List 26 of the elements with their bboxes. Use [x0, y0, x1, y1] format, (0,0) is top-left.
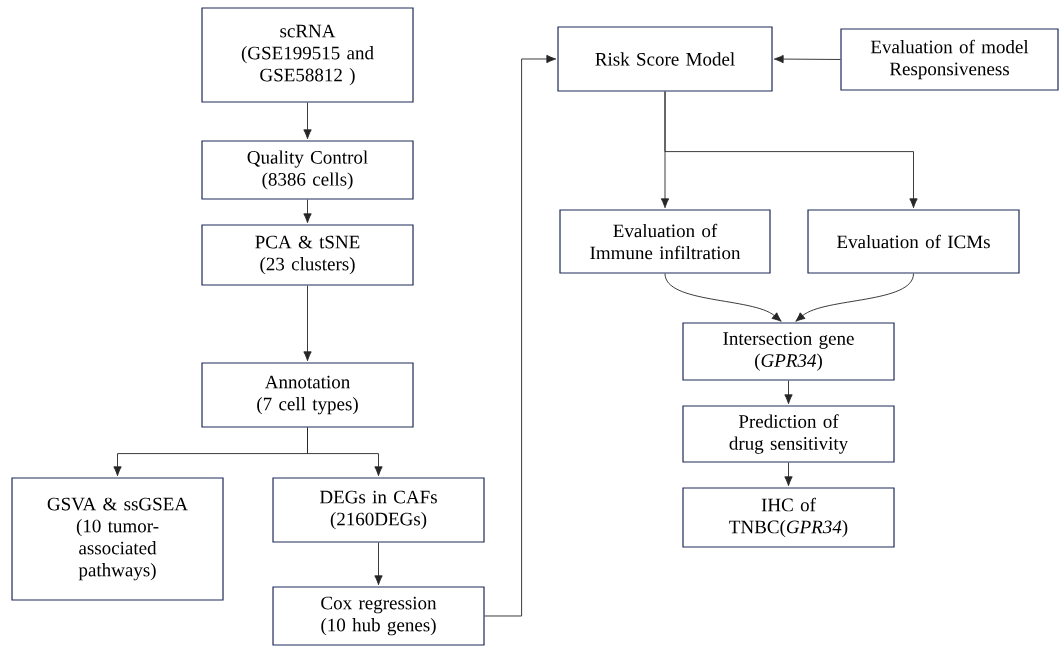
process-box: GSVA & ssGSEA (10 tumor-associated pathways): [11, 477, 224, 601]
arrow: [303, 102, 312, 140]
arrow: [303, 199, 312, 224]
arrow: [374, 542, 383, 586]
process-box: Evaluation of ICMs: [807, 209, 1020, 274]
process-box: IHC of TNBC(GPR34): [682, 487, 895, 548]
arrow: [784, 380, 793, 405]
process-box: Risk Score Model: [557, 26, 773, 92]
process-box: Annotation (7 cell types): [201, 362, 414, 428]
process-box: Prediction of drug sensitivity: [682, 405, 895, 463]
arrow: [484, 54, 557, 617]
arrow: [303, 285, 312, 362]
arrow: [307, 427, 383, 477]
arrow: [773, 54, 841, 64]
process-box: Evaluation of Immune infiltration: [559, 209, 771, 274]
process-box: Intersection gene (GPR34): [682, 322, 895, 381]
arrow: [784, 462, 793, 487]
process-box: DEGs in CAFs (2160DEGs): [272, 477, 485, 543]
arrow: [795, 273, 914, 322]
process-box: scRNA (GSE199515 and GSE58812 ): [201, 7, 414, 103]
arrow: [664, 273, 782, 322]
process-box: PCA & tSNE (23 clusters): [201, 224, 414, 286]
process-box: Quality Control (8386 cells): [201, 140, 414, 200]
process-box: Cox regression (10 hub genes): [272, 586, 485, 646]
arrow: [664, 91, 918, 209]
process-box: Evaluation of model Responsiveness: [840, 28, 1059, 91]
